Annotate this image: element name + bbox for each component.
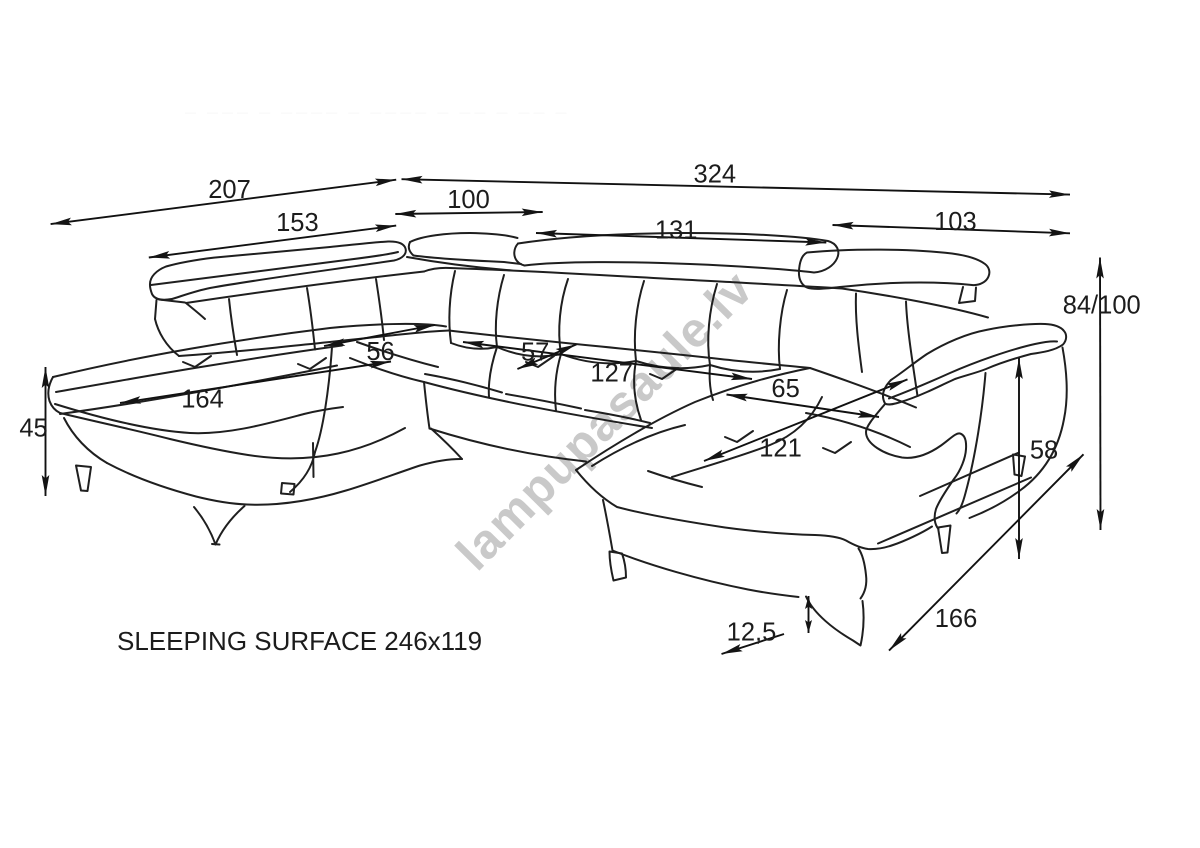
svg-text:— ——— — ———— — ———— — —— — ——: — ——— — ———— — ———— — —— — —— — [185, 107, 571, 119]
svg-text:207: 207 [208, 176, 251, 204]
svg-text:127: 127 [590, 360, 633, 388]
svg-text:12,5: 12,5 [727, 619, 777, 647]
svg-text:56: 56 [366, 338, 394, 366]
svg-text:84/100: 84/100 [1063, 292, 1141, 320]
svg-text:153: 153 [276, 209, 319, 237]
svg-text:121: 121 [759, 435, 802, 463]
svg-text:103: 103 [934, 208, 977, 236]
svg-text:65: 65 [771, 375, 799, 403]
svg-text:324: 324 [694, 161, 737, 189]
svg-text:57: 57 [521, 339, 549, 367]
svg-text:166: 166 [935, 605, 978, 633]
svg-text:100: 100 [447, 186, 490, 214]
svg-text:45: 45 [19, 415, 47, 443]
svg-text:SLEEPING SURFACE 246x119: SLEEPING SURFACE 246x119 [117, 626, 482, 656]
svg-text:58: 58 [1030, 437, 1058, 465]
svg-text:131: 131 [655, 217, 698, 245]
svg-text:164: 164 [181, 386, 224, 414]
